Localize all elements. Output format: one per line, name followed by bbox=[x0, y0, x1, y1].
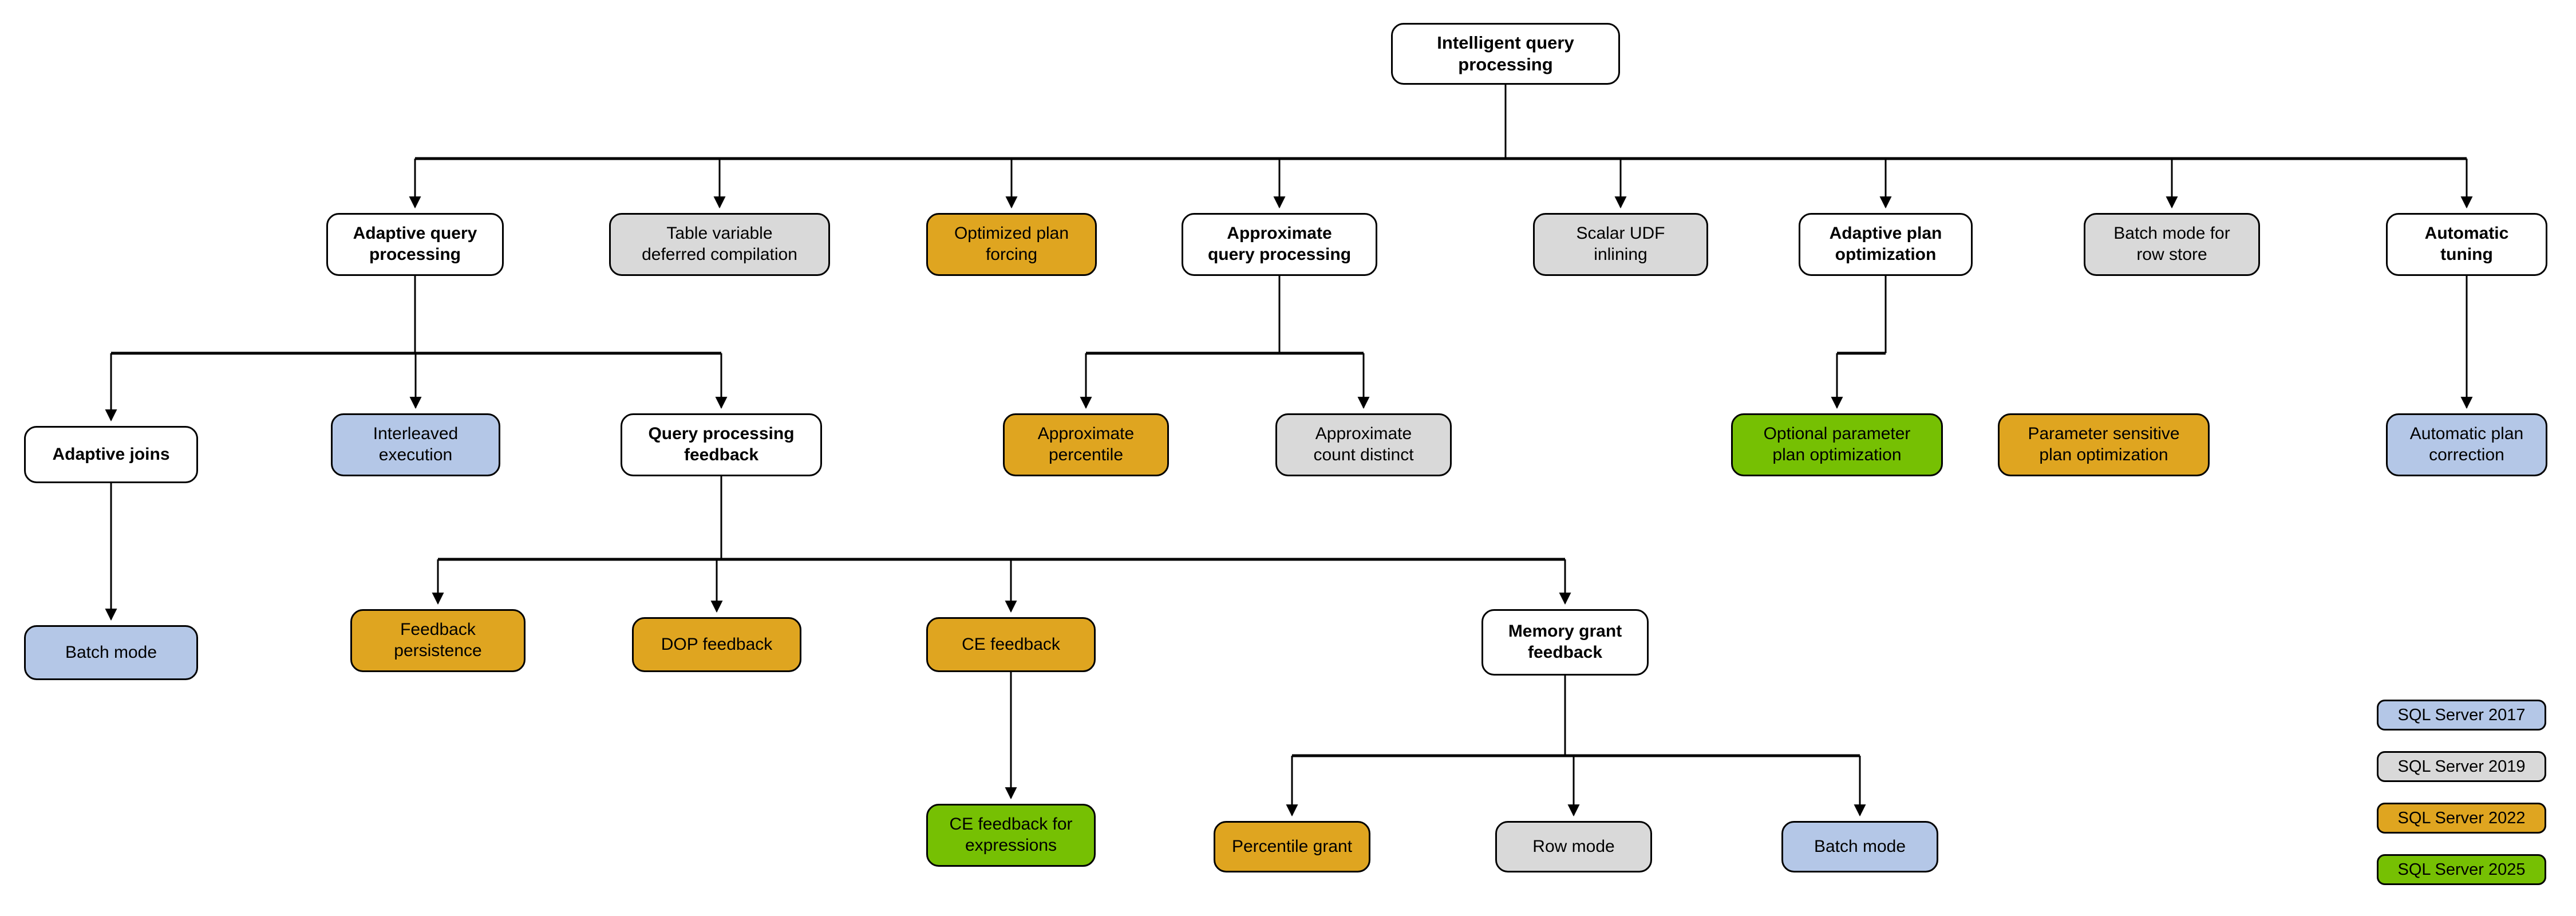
node-ilexec[interactable]: Interleaved execution bbox=[331, 413, 500, 476]
node-autot[interactable]: Automatic tuning bbox=[2386, 213, 2547, 276]
legend-item-3: SQL Server 2025 bbox=[2377, 854, 2546, 885]
node-apo[interactable]: Adaptive plan optimization bbox=[1799, 213, 1973, 276]
node-root[interactable]: Intelligent query processing bbox=[1391, 23, 1620, 85]
node-cefb[interactable]: CE feedback bbox=[926, 617, 1096, 672]
node-pspo[interactable]: Parameter sensitive plan optimization bbox=[1998, 413, 2210, 476]
node-tvdc[interactable]: Table variable deferred compilation bbox=[609, 213, 830, 276]
node-bmode2[interactable]: Batch mode bbox=[1781, 821, 1938, 872]
node-approxp[interactable]: Approximate percentile bbox=[1003, 413, 1169, 476]
node-oppo[interactable]: Optional parameter plan optimization bbox=[1731, 413, 1943, 476]
node-fbpers[interactable]: Feedback persistence bbox=[350, 609, 526, 672]
node-qpf[interactable]: Query processing feedback bbox=[621, 413, 822, 476]
node-cefbx[interactable]: CE feedback for expressions bbox=[926, 804, 1096, 867]
node-approxcd[interactable]: Approximate count distinct bbox=[1275, 413, 1452, 476]
node-sudf[interactable]: Scalar UDF inlining bbox=[1533, 213, 1708, 276]
node-opf[interactable]: Optimized plan forcing bbox=[926, 213, 1097, 276]
node-adjoin[interactable]: Adaptive joins bbox=[24, 426, 198, 483]
node-aqp[interactable]: Adaptive query processing bbox=[326, 213, 504, 276]
node-rmode[interactable]: Row mode bbox=[1495, 821, 1652, 872]
node-pgrant[interactable]: Percentile grant bbox=[1214, 821, 1370, 872]
legend-item-1: SQL Server 2019 bbox=[2377, 751, 2546, 782]
node-bmode1[interactable]: Batch mode bbox=[24, 625, 198, 680]
node-dopfb[interactable]: DOP feedback bbox=[632, 617, 801, 672]
node-aqproc[interactable]: Approximate query processing bbox=[1182, 213, 1377, 276]
node-bmrs[interactable]: Batch mode for row store bbox=[2084, 213, 2260, 276]
node-mgf[interactable]: Memory grant feedback bbox=[1481, 609, 1649, 676]
legend-item-0: SQL Server 2017 bbox=[2377, 700, 2546, 731]
node-apc[interactable]: Automatic plan correction bbox=[2386, 413, 2547, 476]
legend-item-2: SQL Server 2022 bbox=[2377, 803, 2546, 834]
